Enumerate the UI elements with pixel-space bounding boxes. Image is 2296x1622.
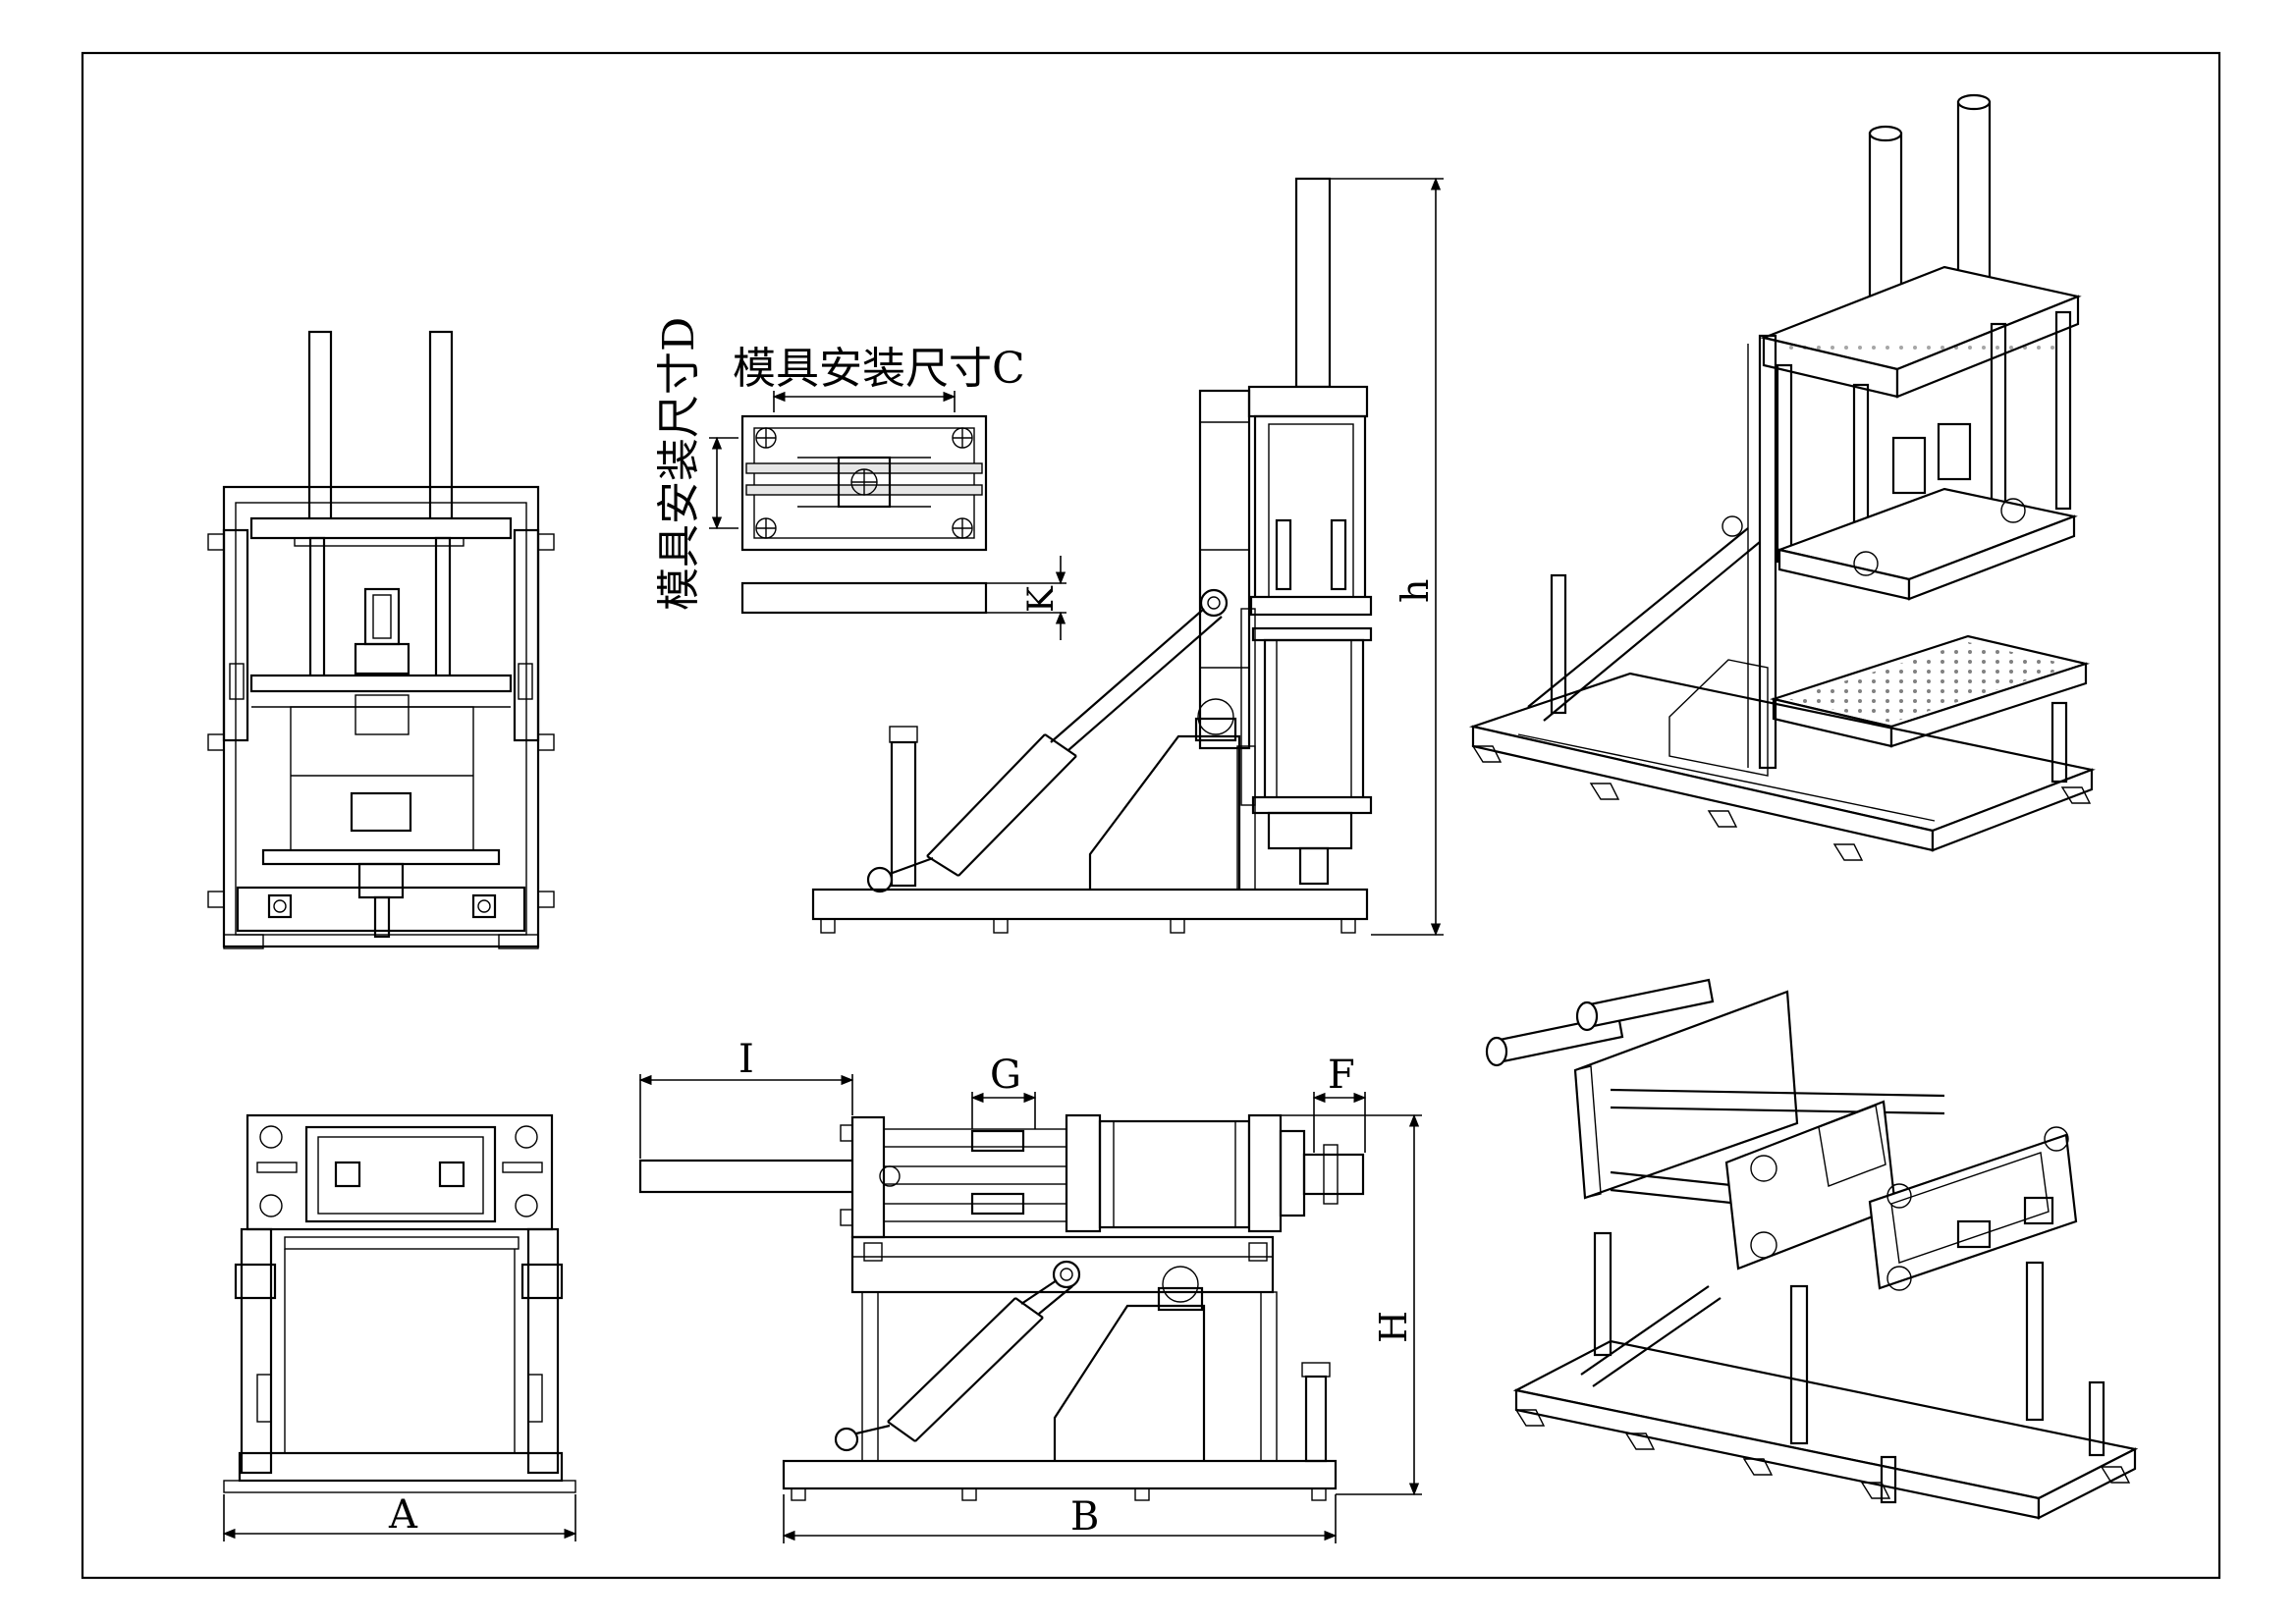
dim-label-k: K xyxy=(1021,585,1062,613)
die-block-k xyxy=(740,581,988,615)
dim-label-c: 模具安装尺寸C xyxy=(733,344,1025,394)
front-view-top xyxy=(207,330,555,949)
side-view-top: h xyxy=(811,177,1444,937)
drawing-border xyxy=(81,51,2221,1580)
isometric-view-vertical xyxy=(1468,93,2096,861)
dim-label-b: B xyxy=(1070,1494,1099,1540)
dim-label-d: 模具安装尺寸D xyxy=(654,317,704,611)
dim-label-f: F xyxy=(1328,1053,1355,1098)
dim-label-h-lower: h xyxy=(1394,579,1437,603)
side-view-bottom: I G F H B xyxy=(638,1037,1422,1543)
die-plate xyxy=(740,414,988,552)
dim-label-i: I xyxy=(738,1037,754,1082)
bottom-side-view-base xyxy=(782,1459,1338,1490)
die-plate-view: 模具安装尺寸C 模具安装尺寸D K xyxy=(654,317,1066,640)
side-view-base xyxy=(811,888,1369,921)
dim-label-a: A xyxy=(388,1492,418,1538)
isometric-view-horizontal xyxy=(1485,978,2139,1520)
front-view-bottom: A xyxy=(222,1113,577,1541)
dim-label-g: G xyxy=(990,1053,1021,1098)
dim-label-h-upper: H xyxy=(1372,1311,1415,1343)
